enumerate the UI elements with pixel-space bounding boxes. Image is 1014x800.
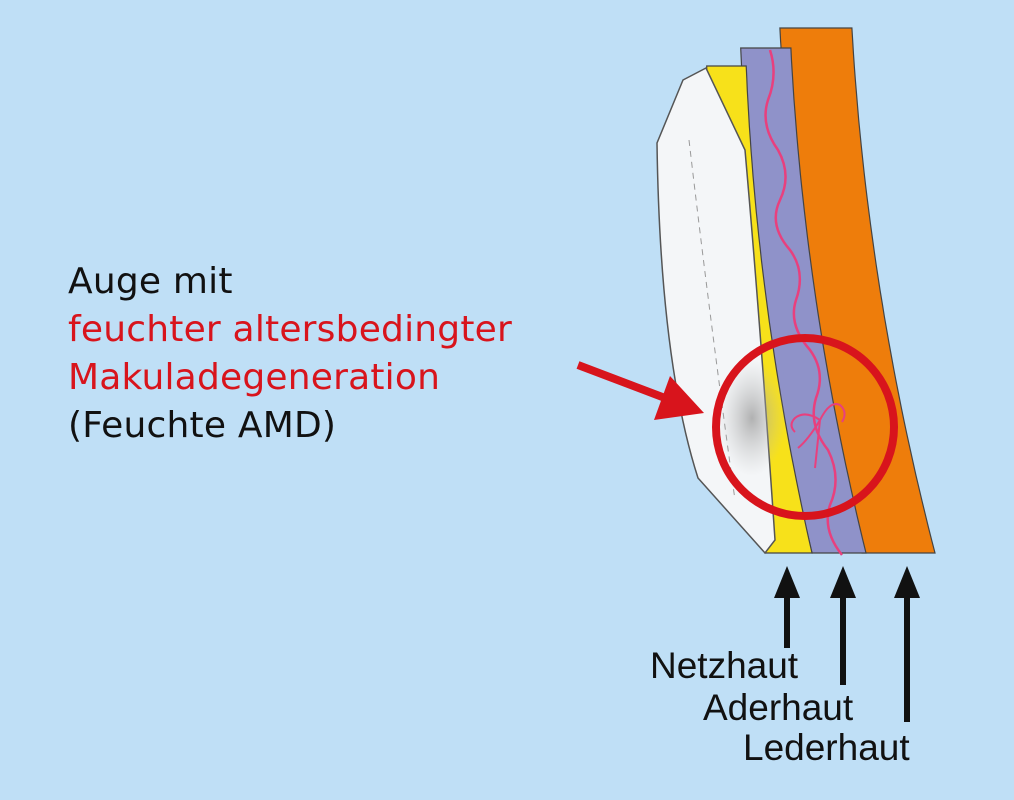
outer-white-inner-line	[688, 139, 736, 501]
heading: Auge mit feuchter altersbedingter Makula…	[68, 258, 512, 450]
lederhaut-arrow	[894, 566, 920, 722]
label-netzhaut: Netzhaut	[650, 645, 799, 686]
red-pointer-arrow	[576, 361, 704, 420]
aderhaut-arrow	[830, 566, 856, 685]
heading-line-2: feuchter altersbedingter	[68, 309, 513, 350]
netzhaut-arrow	[774, 566, 800, 648]
heading-line-4: (Feuchte AMD)	[68, 405, 337, 446]
label-lederhaut: Lederhaut	[743, 727, 910, 768]
blood-vessel	[764, 49, 843, 556]
label-aderhaut: Aderhaut	[703, 687, 854, 728]
blood-vessel-branches	[790, 403, 846, 469]
lesion-highlight-circle	[712, 334, 898, 520]
lesion-bulge	[783, 340, 820, 505]
lesion-shadow	[718, 360, 786, 476]
heading-line-1: Auge mit	[68, 261, 233, 302]
heading-line-3: Makuladegeneration	[68, 357, 441, 398]
